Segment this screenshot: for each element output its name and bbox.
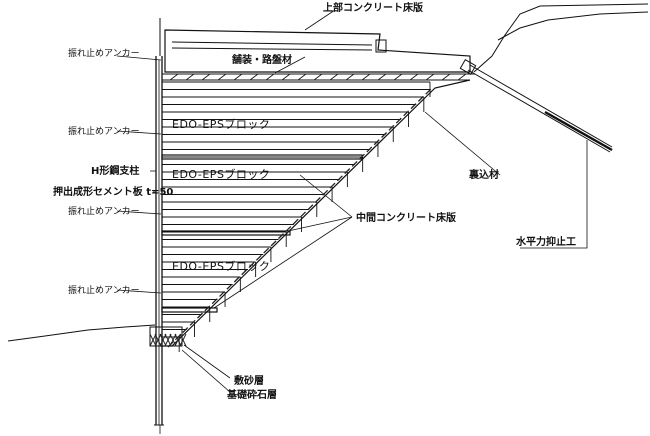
backfill-hatch-stroke bbox=[233, 276, 240, 283]
label-h-column: H形鋼支柱 bbox=[91, 164, 139, 177]
backfill-hatch-stroke bbox=[403, 110, 410, 117]
backfill-hatch-stroke bbox=[278, 233, 284, 240]
label-backfill: 裏込材 bbox=[468, 168, 499, 181]
pavement-hatch-stroke bbox=[441, 73, 451, 81]
pavement-hatch-stroke bbox=[377, 73, 387, 81]
leader-lines bbox=[116, 9, 588, 393]
backfill-hatch-stroke bbox=[248, 262, 255, 268]
backfill-hatch-stroke bbox=[417, 95, 424, 102]
backfill-hatch-stroke bbox=[344, 168, 351, 175]
pavement-layer bbox=[162, 73, 475, 81]
backfill-hatch-stroke bbox=[263, 247, 270, 254]
backfill-hatch-stroke bbox=[381, 132, 388, 138]
label-anchor-2: 振れ止めアンカー bbox=[68, 125, 140, 137]
ground-line bbox=[7, 3, 649, 342]
label-block-2: EDO-EPSブロック bbox=[172, 167, 270, 181]
backfill-hatch-stroke bbox=[226, 283, 233, 290]
backfill-hatch-stroke bbox=[388, 124, 395, 131]
foundation-hatch-stroke bbox=[179, 333, 187, 347]
pavement-hatch-stroke bbox=[345, 73, 355, 81]
label-anchor-3: 振れ止めアンカー bbox=[68, 205, 140, 217]
backfill-hatch-stroke bbox=[204, 305, 211, 312]
backfill-hatch-stroke bbox=[241, 269, 248, 276]
backfill-hatch-stroke bbox=[366, 146, 373, 153]
pavement-hatch-stroke bbox=[329, 73, 339, 81]
label-top-slab: 上部コンクリート床版 bbox=[323, 1, 423, 14]
pavement-hatch-stroke bbox=[169, 73, 179, 81]
eps-block-stack bbox=[162, 81, 431, 352]
pavement-hatch-stroke bbox=[361, 73, 371, 81]
pavement-hatch-stroke bbox=[249, 73, 259, 81]
foundation-hatch-stroke bbox=[169, 333, 177, 347]
backfill-hatch-stroke bbox=[395, 117, 402, 124]
horizontal-restraint-rod bbox=[459, 58, 613, 153]
backfill-hatch-stroke bbox=[359, 153, 365, 160]
backfill-hatch-stroke bbox=[336, 175, 343, 182]
backfill-hatch-stroke bbox=[300, 211, 307, 218]
backfill-hatch-stroke bbox=[285, 225, 292, 232]
backfill-hatch-stroke bbox=[174, 334, 181, 341]
label-anchor-1: 振れ止めアンカー bbox=[68, 47, 140, 59]
backfill-hatch-stroke bbox=[329, 182, 336, 189]
front-wall bbox=[154, 18, 164, 434]
backfill-hatch-stroke bbox=[314, 197, 321, 203]
backfill-hatch-stroke bbox=[219, 290, 226, 297]
backfill-hatch-stroke bbox=[351, 160, 358, 167]
backfill-hatch-stroke bbox=[211, 298, 218, 305]
label-mid-slab: 中間コンクリート床版 bbox=[356, 211, 456, 224]
label-sand-layer: 敷砂層 bbox=[234, 374, 264, 387]
pavement-hatch-stroke bbox=[185, 73, 195, 81]
backfill-hatch-stroke bbox=[307, 204, 314, 211]
foundation-hatch-stroke bbox=[154, 333, 162, 347]
foundation-hatch-stroke bbox=[159, 333, 167, 347]
backfill-hatch-stroke bbox=[255, 254, 262, 261]
foundation-hatch-stroke bbox=[149, 333, 157, 347]
pavement-hatch-stroke bbox=[393, 73, 403, 81]
label-block-1: EDO-EPSブロック bbox=[172, 117, 270, 131]
pavement-hatch-stroke bbox=[201, 73, 211, 81]
pavement-hatch-stroke bbox=[281, 73, 291, 81]
pavement-hatch-stroke bbox=[233, 73, 243, 81]
pavement-hatch bbox=[169, 73, 467, 81]
label-pavement: 舗装・路盤材 bbox=[231, 53, 292, 66]
top-slab bbox=[164, 29, 471, 73]
backfill-hatch-stroke bbox=[410, 103, 417, 110]
label-anchor-4: 振れ止めアンカー bbox=[68, 284, 140, 296]
backfill-hatch-stroke bbox=[189, 319, 196, 326]
label-cement-plate: 押出成形セメント板 t=50 bbox=[53, 185, 173, 198]
pavement-hatch-stroke bbox=[265, 73, 275, 81]
foundation-layers bbox=[149, 326, 187, 347]
backfill-hatch-stroke bbox=[270, 240, 277, 247]
foundation-hatch-stroke bbox=[174, 333, 182, 347]
pavement-hatch-stroke bbox=[457, 73, 467, 81]
foundation-hatch-stroke bbox=[164, 333, 172, 347]
backfill-hatch-stroke bbox=[196, 312, 203, 319]
backfill-hatch-stroke bbox=[425, 88, 432, 95]
pavement-hatch-stroke bbox=[425, 73, 435, 81]
label-horizontal-stop: 水平力抑止工 bbox=[515, 235, 576, 248]
label-gravel-layer: 基礎砕石層 bbox=[226, 388, 277, 401]
pavement-hatch-stroke bbox=[313, 73, 323, 81]
pavement-hatch-stroke bbox=[409, 73, 419, 81]
backfill-hatch-stroke bbox=[373, 139, 380, 146]
label-block-3: EDO-EPSブロック bbox=[172, 259, 270, 273]
pavement-hatch-stroke bbox=[217, 73, 227, 81]
pavement-hatch-stroke bbox=[297, 73, 307, 81]
backfill-hatch-stroke bbox=[182, 327, 189, 334]
backfill-hatch-stroke bbox=[292, 218, 299, 225]
